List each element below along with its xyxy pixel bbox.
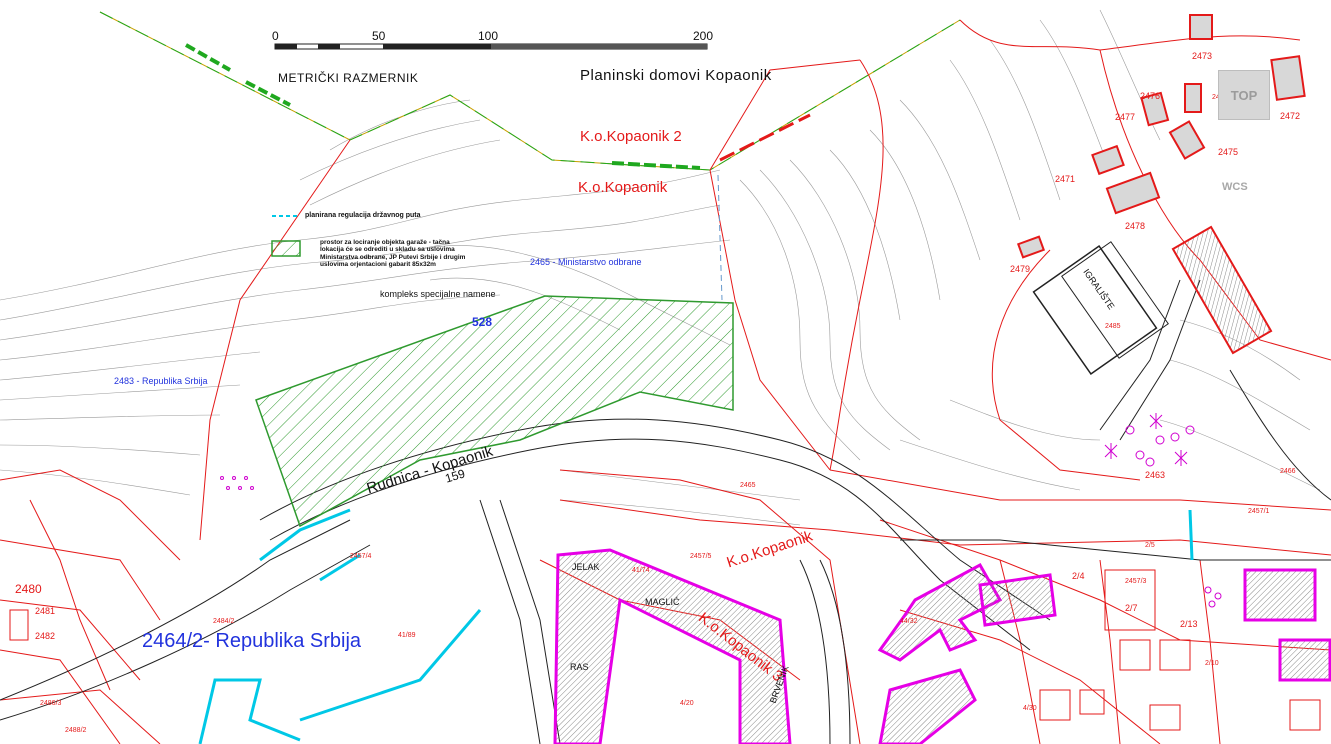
parcel-number: 2466 [1280, 468, 1296, 475]
jelak-label: JELAK [572, 562, 600, 572]
boundary-dashed-blue [717, 174, 723, 301]
parcel-number: 2/7 [1125, 603, 1138, 613]
ko-kopaonik-label: K.o.Kopaonik [578, 179, 668, 196]
regulation-line [198, 508, 1194, 744]
legend-garage-text: prostor za lociranje objekta garaže - ta… [320, 239, 466, 269]
parcel-number: 2481 [35, 606, 56, 616]
parcel-number: 2471 [1055, 174, 1076, 184]
parcel-number: 4/30 [1023, 705, 1037, 712]
buildings-top [1016, 14, 1306, 375]
parcel-number: 2/10 [1205, 660, 1219, 667]
parcel-number: 2486/3 [40, 700, 62, 707]
parcel-number: 2465 [740, 482, 756, 489]
parcel-number: 4/20 [680, 700, 694, 707]
legend-garage-swatch [271, 240, 301, 257]
parcel-number: 2475 [1218, 147, 1239, 157]
wcs-menu[interactable]: WCS [1222, 181, 1248, 193]
ko-kopaonik-2-label: K.o.Kopaonik 2 [580, 128, 682, 145]
parcel-number: 2/4 [1072, 571, 1085, 581]
scale-tick-0: 0 [272, 29, 279, 43]
parcel-number: 2476 [1140, 91, 1161, 101]
parcel-number: 2479 [1010, 264, 1031, 274]
parcel-number: 2482 [35, 631, 56, 641]
number-528-label: 528 [472, 315, 493, 329]
scale-bar [274, 43, 708, 50]
parcel-number: 2457/5 [690, 553, 712, 560]
tree-symbols [220, 413, 1222, 608]
small-buildings [9, 569, 1321, 731]
ras-label: RAS [570, 662, 589, 672]
legend-regulation-text: planirana regulacija državnog puta [305, 212, 421, 219]
parcel-number: 2/5 [1145, 542, 1155, 549]
parcel-number: 2478 [1125, 221, 1146, 231]
scale-tick-50: 50 [372, 29, 386, 43]
parcel-number: 2485 [1105, 323, 1121, 330]
parcel-number: 2457/4 [350, 553, 372, 560]
buildings-bottom [553, 548, 1331, 744]
parcel-number: 2477 [1115, 112, 1136, 122]
parcel-republic-label: 2483 - Republika Srbija [114, 376, 208, 386]
parcel-number: 2484/2 [213, 618, 235, 625]
parcel-number: 2472 [1280, 111, 1301, 121]
parcel-number: 44/32 [900, 618, 918, 625]
parcel-number: 2463 [1145, 470, 1166, 480]
scale-tick-200: 200 [693, 29, 714, 43]
parcel-number: 2457/3 [1125, 578, 1147, 585]
parcel-number: 2457/1 [1248, 508, 1270, 515]
parcel-number: 41/74 [632, 567, 650, 574]
maglic-label: MAGLIĆ [645, 597, 680, 607]
contour-lines [0, 9, 1321, 526]
ko-boundary [99, 11, 961, 171]
parcel-number: 41/89 [398, 632, 416, 639]
parcel-number: 2473 [1192, 51, 1213, 61]
parcel-number: 2480 [15, 582, 42, 596]
parcel-ministry-label: 2465 - Ministarstvo odbrane [530, 257, 642, 267]
scale-tick-100: 100 [478, 29, 499, 43]
scale-bar-label: METRIČKI RAZMERNIK [278, 71, 419, 85]
garage-area [255, 295, 734, 528]
parcel-number: 2/13 [1180, 619, 1198, 629]
parcel-number: 2488/2 [65, 727, 87, 734]
parcel-republic-big-label: 2464/2- Republika Srbija [142, 630, 362, 652]
viewcube-button[interactable]: TOP [1218, 70, 1270, 120]
special-complex-label: kompleks specijalne namene [380, 289, 496, 299]
map-title: Planinski domovi Kopaonik [580, 67, 772, 84]
